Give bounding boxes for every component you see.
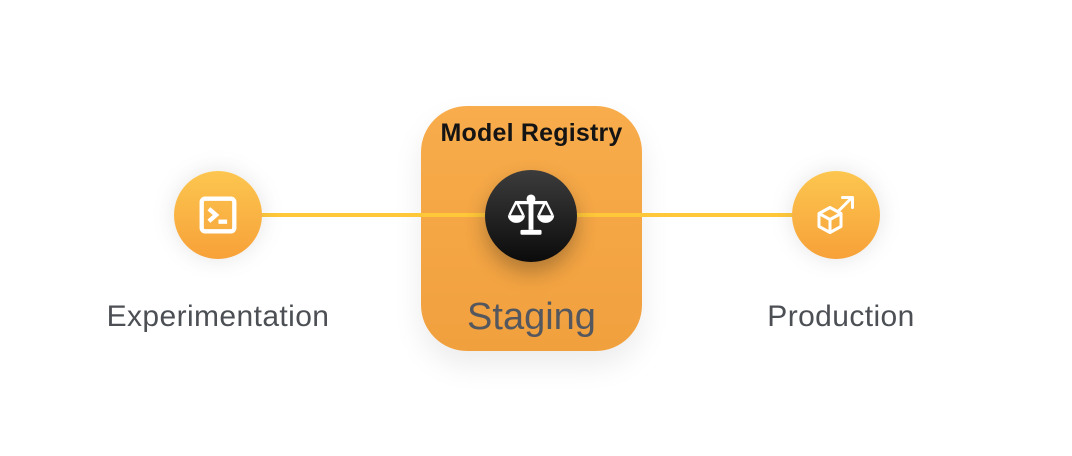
staging-stage-label: Staging [467,296,596,338]
model-registry-title: Model Registry [440,119,623,147]
experimentation-node [174,171,262,259]
production-label: Production [767,300,915,333]
production-node [792,171,880,259]
experimentation-label: Experimentation [106,300,330,333]
registry-badge [485,170,577,262]
cube-arrow-icon [817,196,854,234]
balance-scale-icon [507,194,555,235]
terminal-icon [199,196,237,234]
